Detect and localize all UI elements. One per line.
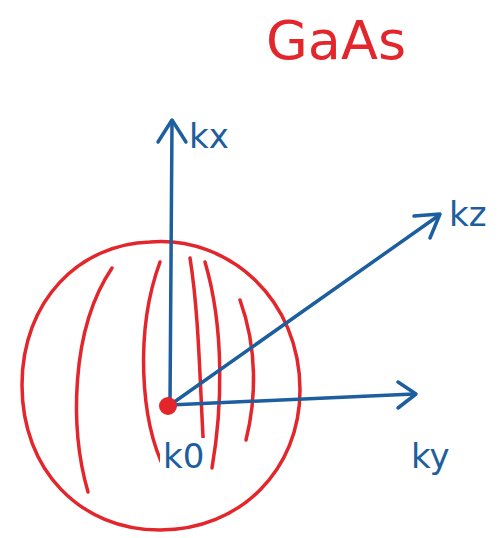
point-label: k0 <box>160 438 207 474</box>
axis-label: kx <box>186 118 232 154</box>
arrowhead <box>398 382 416 408</box>
axis-line <box>170 394 414 405</box>
axes <box>158 120 440 408</box>
sphere <box>22 242 300 530</box>
sphere-line <box>77 268 112 492</box>
axis-line <box>170 122 172 405</box>
arrowhead <box>158 120 186 142</box>
sphere-line <box>240 300 254 440</box>
axis-label: ky <box>408 438 453 474</box>
arrowhead <box>414 214 440 238</box>
origin-dot <box>160 398 176 414</box>
axis-label: kz <box>446 196 490 232</box>
axis-line <box>170 216 438 405</box>
sphere-outline <box>22 242 300 530</box>
diagram-title: GaAs <box>266 14 406 68</box>
